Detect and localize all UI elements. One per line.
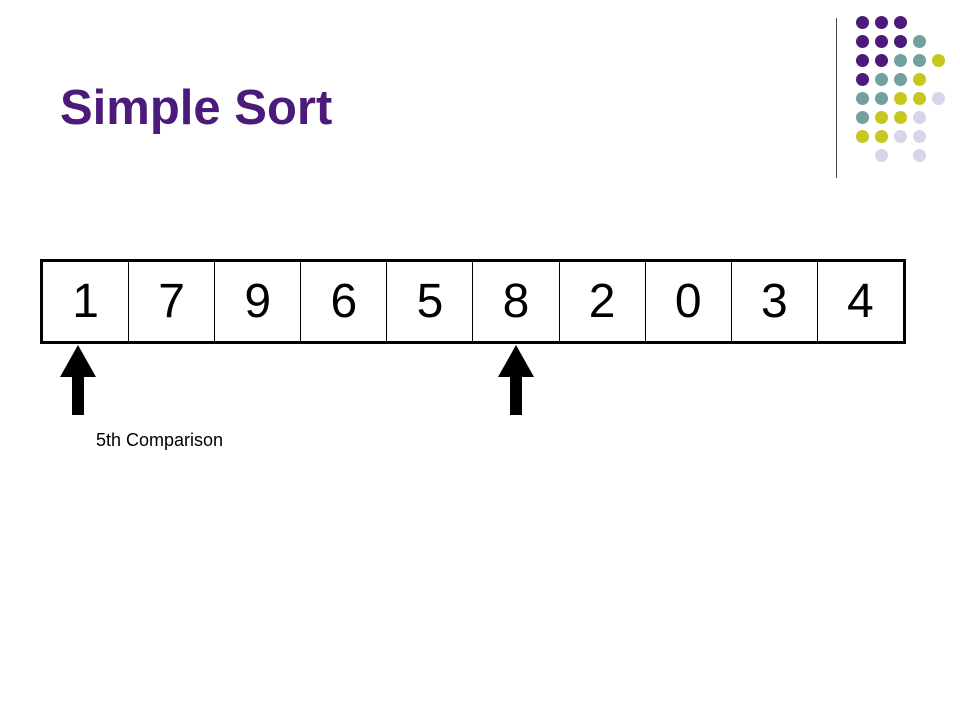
decorative-dot [894,35,907,48]
vertical-divider [836,18,837,178]
comparison-arrow-up-icon [60,345,96,415]
decorative-dot [875,54,888,67]
decorative-dot [894,54,907,67]
decorative-dot [913,130,926,143]
decorative-dot [894,111,907,124]
decorative-dot [913,73,926,86]
decorative-dot [856,35,869,48]
array-cell: 2 [560,262,646,341]
decorative-dot [932,92,945,105]
decorative-dot [856,16,869,29]
decorative-dot [932,54,945,67]
comparison-arrow-up-icon [498,345,534,415]
array-cell: 6 [301,262,388,341]
decorative-dot [875,111,888,124]
decorative-dot [894,16,907,29]
decorative-dot-grid [0,0,960,180]
comparison-caption: 5th Comparison [96,430,224,450]
decorative-dot [856,92,869,105]
decorative-dot [894,92,907,105]
decorative-dot [913,35,926,48]
decorative-dot [875,73,888,86]
decorative-dot [913,54,926,67]
decorative-dot [856,73,869,86]
decorative-dot [856,130,869,143]
decorative-dot [875,149,888,162]
decorative-dot [875,130,888,143]
array-cell: 3 [732,262,818,341]
decorative-dot [875,35,888,48]
array-cell: 8 [473,262,560,341]
slide-title: Simple Sort [60,81,333,135]
decorative-dot [856,111,869,124]
array-cell: 9 [215,262,302,341]
decorative-dot [875,16,888,29]
array-cell: 0 [646,262,732,341]
array-cell: 5 [387,262,474,341]
array-cell: 7 [129,262,216,341]
decorative-dot [913,111,926,124]
decorative-dot [894,73,907,86]
decorative-dot [913,92,926,105]
decorative-dot [875,92,888,105]
decorative-dot [913,149,926,162]
array-cell: 1 [43,262,130,341]
array-cell: 4 [847,275,874,328]
decorative-dot [894,130,907,143]
decorative-dot [856,54,869,67]
